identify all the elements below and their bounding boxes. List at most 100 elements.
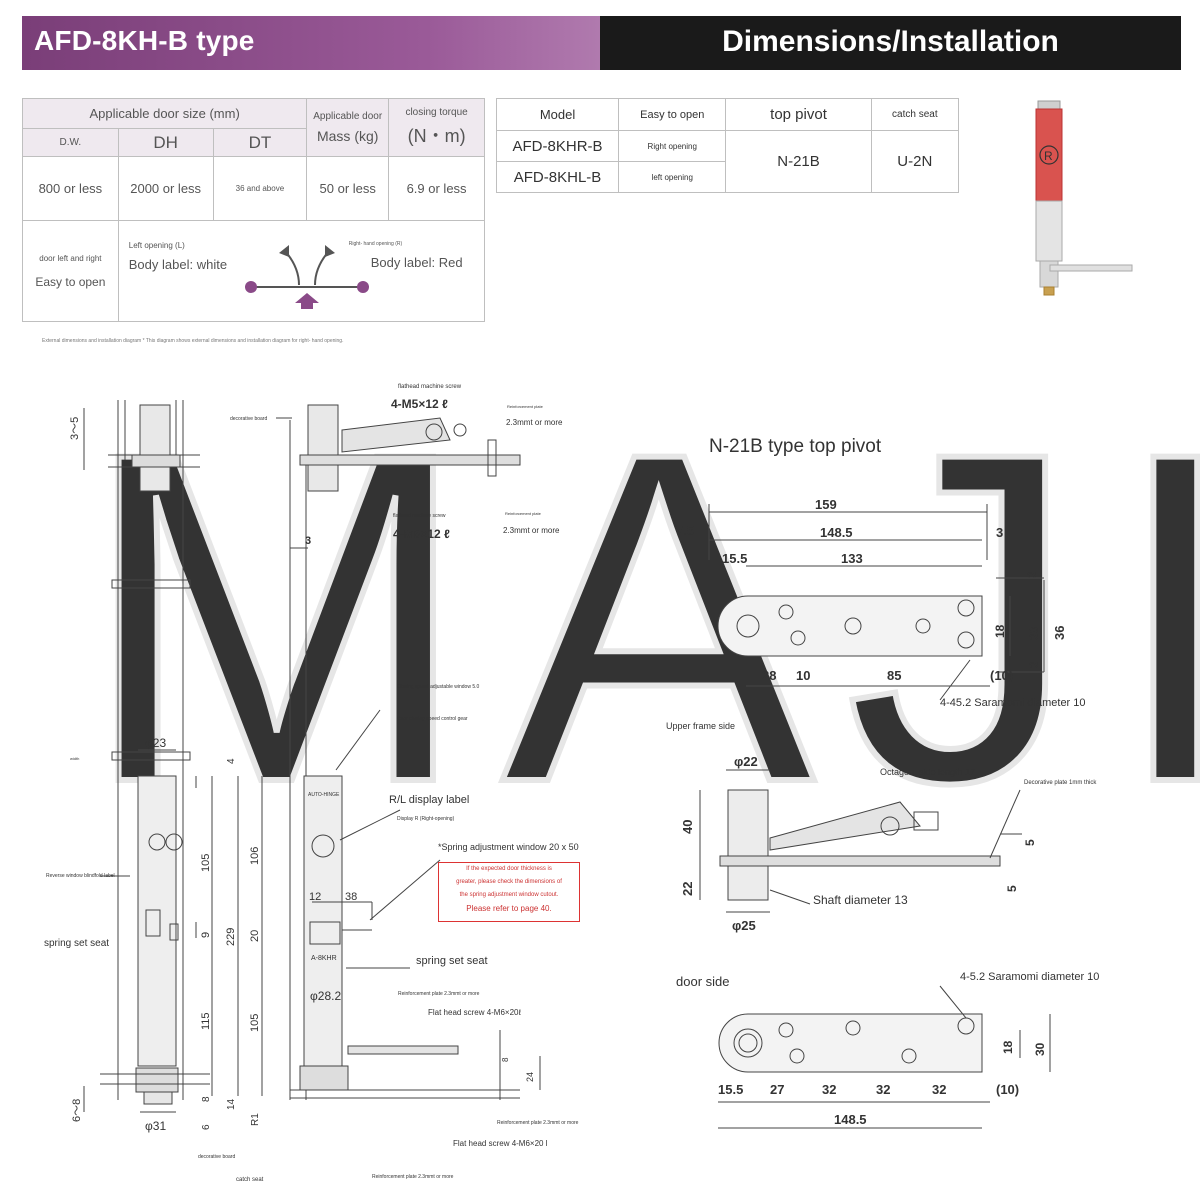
label-flat-head-screw-b: Flat head screw 4-M6×20 l [453,1139,548,1148]
dim-10p-door: (10) [996,1082,1019,1097]
val-dh: 2000 or less [117,156,214,221]
label-decorative-plate: Decorative plate 1mm thick [1024,780,1097,786]
opening-row-1: Right opening [618,130,727,162]
dim-148-5: 148.5 [820,525,853,540]
dim-32a: 32 [822,1082,836,1097]
dim-148-5-door: 148.5 [834,1112,867,1127]
left-opening-caption: Left opening (L) [128,241,185,250]
opening-row-2: left opening [618,161,727,193]
label-decorative-board: decorative board [230,416,267,422]
dim-5b: 5 [1005,885,1019,892]
side-view-drawing [699,769,1022,913]
dia-25: φ25 [732,918,756,933]
product-photo: R [1035,100,1133,296]
dim-3c: 3 [1027,661,1041,668]
opening-diagram-cell: Left opening (L) Body label: white Right… [117,220,486,322]
spring-window-note: If the expected door thickness is greate… [438,862,580,922]
easy-open-cell: door left and right Easy to open [22,220,119,322]
dim-14: 14 [226,1098,237,1110]
dim-3-top: 3 [996,525,1003,540]
diagram-note: External dimensions and installation dia… [42,338,344,344]
dim-r1: R1 [250,1113,261,1126]
middle-body-drawing [261,404,541,1100]
dim-32b: 32 [876,1082,890,1097]
dim-28: 28 [762,668,776,683]
dim-24: 24 [525,1072,535,1082]
up-arrow-icon [294,293,319,309]
dim-6: 6 [201,1124,212,1130]
dim-27: 27 [770,1082,784,1097]
arm-bar [1049,264,1133,272]
label-reverse-window: Reverse window blindfold label [46,873,115,879]
label-reinforcement: Reinforcement plate [507,404,544,409]
header-left: AFD-8KH-B type [22,16,600,70]
label-octagon: Octagon, side length 17 [880,767,975,777]
dim-229: 229 [225,928,237,946]
easy-open-header: Easy to open [618,98,727,131]
val-mass: 50 or less [306,156,390,221]
dim-12: 12 [309,891,321,903]
dim-8: 8 [201,1096,212,1102]
model-row-2: AFD-8KHL-B [495,161,620,193]
val-torque: 6.9 or less [388,156,485,221]
label-spring-set-seat-left: spring set seat [44,938,109,949]
label-flathead-screw-2: flathead machine screw [393,513,446,519]
label-rl-display: R/L display label [389,794,469,806]
top-pivot-title: N-21B type top pivot [709,436,882,457]
dim-18-door: 18 [1001,1040,1015,1054]
label-holes-top: 4-45.2 Saramomi diameter 10 [940,697,1086,709]
col-dh: DH [117,128,214,157]
label-reinforcement-bottom3: Reinforcement plate 2.3mmt or more [372,1174,454,1180]
dim-10: 10 [796,668,810,683]
dim-32c: 32 [932,1082,946,1097]
watermark: MAJI [80,355,1200,880]
left-pivot-dot [244,281,257,293]
opening-direction-diagram [244,245,369,309]
dim-5a: 5 [1023,839,1037,846]
val-dw: 800 or less [22,156,119,221]
dim-18-top: 18 [993,624,1007,638]
label-reinforcement-bottom2: Reinforcement plate 2.3mmt or more [497,1120,579,1126]
dim-106: 106 [249,847,261,865]
dia-28-2: φ28.2 [310,989,341,1003]
label-reinforcement-bottom: Reinforcement plate 2.3mmt or more [398,991,480,997]
torque-header: closing torque (N・m) [388,98,485,157]
dia-31: φ31 [145,1119,166,1133]
header-right: Dimensions/Installation [600,16,1181,70]
top-pivot-plan [708,504,1045,701]
left-body-drawing [83,400,239,1113]
label-closing-speed-window: Closing speed adjustable window 5.0 [397,684,479,690]
thickness-top: 2.3mmt or more [506,418,563,427]
door-side-drawing [718,985,1051,1129]
dim-3b: 3 [1025,571,1039,578]
right-pivot-dot [356,281,369,293]
label-closing-speed-gear: Door closing speed control gear [397,716,468,722]
label-flat-head-screw-a: Flat head screw 4-M6×20ℓ [428,1008,521,1017]
dim-3-mid: 3 [305,535,311,547]
left-arrow-icon [278,245,289,257]
header-title: AFD-8KH-B type [34,25,255,56]
dim-159: 159 [815,497,837,512]
dim-10p-top: (10) [990,668,1013,683]
dim-133: 133 [841,551,863,566]
label-catch-seat: catch seat [236,1177,264,1183]
label-decorative-board-bottom: decorative board [198,1154,235,1160]
dim-30-door: 30 [1033,1042,1047,1056]
label-reinforcement-2: Reinforcement plate [505,511,542,516]
dim-40: 40 [680,820,695,834]
dim-20: 20 [249,930,261,942]
dim-6-8: 6～8 [71,1099,83,1122]
model-table: Model Easy to open top pivot catch seat … [495,98,960,193]
col-dw: D.W. [22,128,119,157]
label-spring-window: *Spring adjustment window 20 x 50 [438,842,579,852]
dim-7-5: 7.5 [676,523,694,538]
dim-105a: 105 [200,854,212,872]
label-width: width [70,756,79,761]
catch-seat-value: U-2N [870,130,960,193]
body-text-2: A-8KHR [311,955,337,962]
header-subtitle: Dimensions/Installation [722,25,1059,58]
dim-22-side: 22 [680,882,695,896]
dim-4: 4 [226,758,237,764]
dim-38: 38 [345,891,357,903]
